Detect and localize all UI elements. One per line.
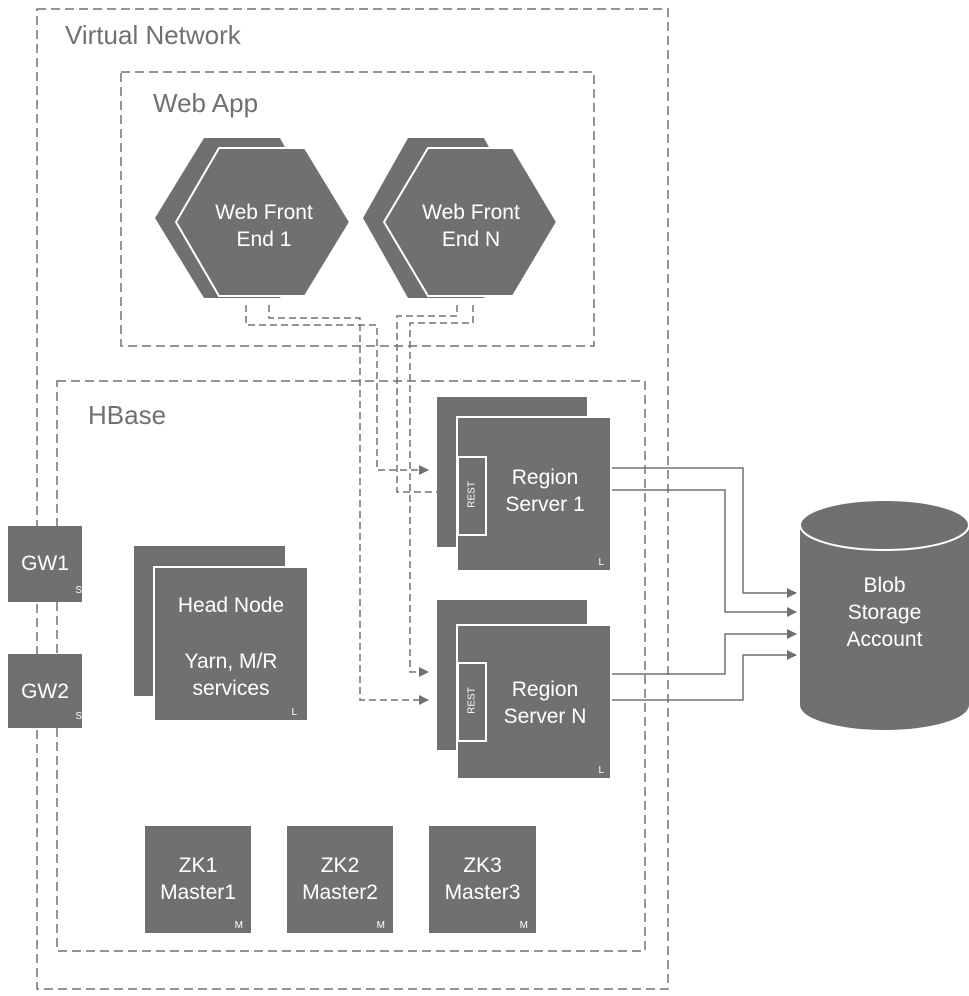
region-server-n-title: Region Server N bbox=[482, 676, 608, 730]
region-server-1-title: Region Server 1 bbox=[482, 464, 608, 518]
web-front-end-n-hex bbox=[382, 147, 559, 297]
zk-master-3-line1: ZK3 bbox=[463, 854, 502, 877]
zk-master-2-title: ZK2 Master2 bbox=[287, 852, 393, 906]
zk-master-3-line2: Master3 bbox=[444, 881, 521, 904]
zk-master-2: ZK2 Master2 M bbox=[287, 826, 393, 933]
region-server-1-line2: Server 1 bbox=[505, 493, 585, 516]
head-node: Head Node Yarn, M/R services L bbox=[153, 566, 309, 722]
connector-wfe1-rsn bbox=[268, 305, 429, 705]
head-node-services: Yarn, M/R services bbox=[155, 648, 307, 702]
connector-rs1-blob-b bbox=[610, 489, 797, 617]
blob-storage-cylinder bbox=[799, 499, 969, 730]
web-app-label: Web App bbox=[153, 88, 259, 118]
gateway-1-label: GW1 bbox=[21, 552, 69, 575]
web-app-boundary bbox=[120, 71, 595, 347]
web-front-end-1: Web Front End 1 bbox=[196, 199, 332, 253]
blob-storage-line3: Account bbox=[846, 628, 923, 651]
connector-wfe1-rs1 bbox=[245, 305, 429, 475]
region-server-n-line1: Region bbox=[511, 678, 579, 701]
web-front-end-1-hex bbox=[174, 147, 352, 297]
head-node-services-line2: services bbox=[192, 677, 270, 700]
gateway-2: GW2 S bbox=[8, 654, 82, 728]
blob-storage-label: Blob Storage Account bbox=[800, 572, 969, 653]
blob-storage-line1: Blob bbox=[863, 574, 906, 597]
head-node-services-line1: Yarn, M/R bbox=[184, 650, 278, 673]
virtual-network-boundary bbox=[36, 8, 669, 990]
region-server-n-rest-box: REST bbox=[457, 662, 487, 742]
region-server-1-rest-label: REST bbox=[466, 481, 478, 508]
hbase-label: HBase bbox=[88, 400, 167, 430]
head-node-title: Head Node bbox=[177, 594, 285, 617]
zk-master-1-line2: Master1 bbox=[160, 881, 236, 904]
gateway-1: GW1 S bbox=[8, 526, 82, 602]
web-front-end-n-line2: End N bbox=[441, 228, 501, 251]
virtual-network-label: Virtual Network bbox=[65, 20, 241, 50]
gateway-2-tag: S bbox=[75, 711, 82, 722]
zk-master-3: ZK3 Master3 M bbox=[429, 826, 536, 933]
zk-master-1-title: ZK1 Master1 bbox=[145, 852, 251, 906]
region-server-n-rest-label: REST bbox=[466, 687, 478, 714]
gateway-1-tag: S bbox=[75, 585, 82, 596]
region-server-n-line2: Server N bbox=[503, 705, 587, 728]
connector-rs1-blob-a bbox=[610, 467, 797, 598]
zk-master-1: ZK1 Master1 M bbox=[145, 826, 251, 933]
connector-wfen-rs1 bbox=[396, 305, 458, 497]
region-server-n: REST Region Server N L bbox=[456, 624, 612, 780]
web-front-end-1-line2: End 1 bbox=[236, 228, 292, 251]
region-server-n-tag: L bbox=[598, 765, 604, 776]
connector-rsn-blob-a bbox=[610, 629, 797, 675]
zk-master-3-tag: M bbox=[519, 920, 528, 931]
zk-master-1-tag: M bbox=[234, 920, 243, 931]
zk-master-2-line2: Master2 bbox=[302, 881, 378, 904]
zk-master-2-line1: ZK2 bbox=[320, 854, 360, 877]
web-front-end-n-line1: Web Front bbox=[422, 201, 520, 224]
zk-master-2-tag: M bbox=[376, 920, 385, 931]
zk-master-3-title: ZK3 Master3 bbox=[429, 852, 536, 906]
web-front-end-n: Web Front End N bbox=[403, 199, 539, 253]
region-server-1: REST Region Server 1 L bbox=[456, 416, 612, 572]
region-server-1-tag: L bbox=[598, 557, 604, 568]
head-node-tag: L bbox=[291, 707, 297, 718]
blob-storage-line2: Storage bbox=[847, 601, 922, 624]
zk-master-1-line1: ZK1 bbox=[178, 854, 218, 877]
region-server-1-line1: Region bbox=[511, 466, 579, 489]
web-front-end-1-line1: Web Front bbox=[215, 201, 313, 224]
gateway-2-label: GW2 bbox=[21, 680, 69, 703]
connector-rsn-blob-b bbox=[610, 650, 797, 701]
connector-wfen-rsn bbox=[409, 305, 474, 677]
region-server-1-rest-box: REST bbox=[457, 456, 487, 536]
